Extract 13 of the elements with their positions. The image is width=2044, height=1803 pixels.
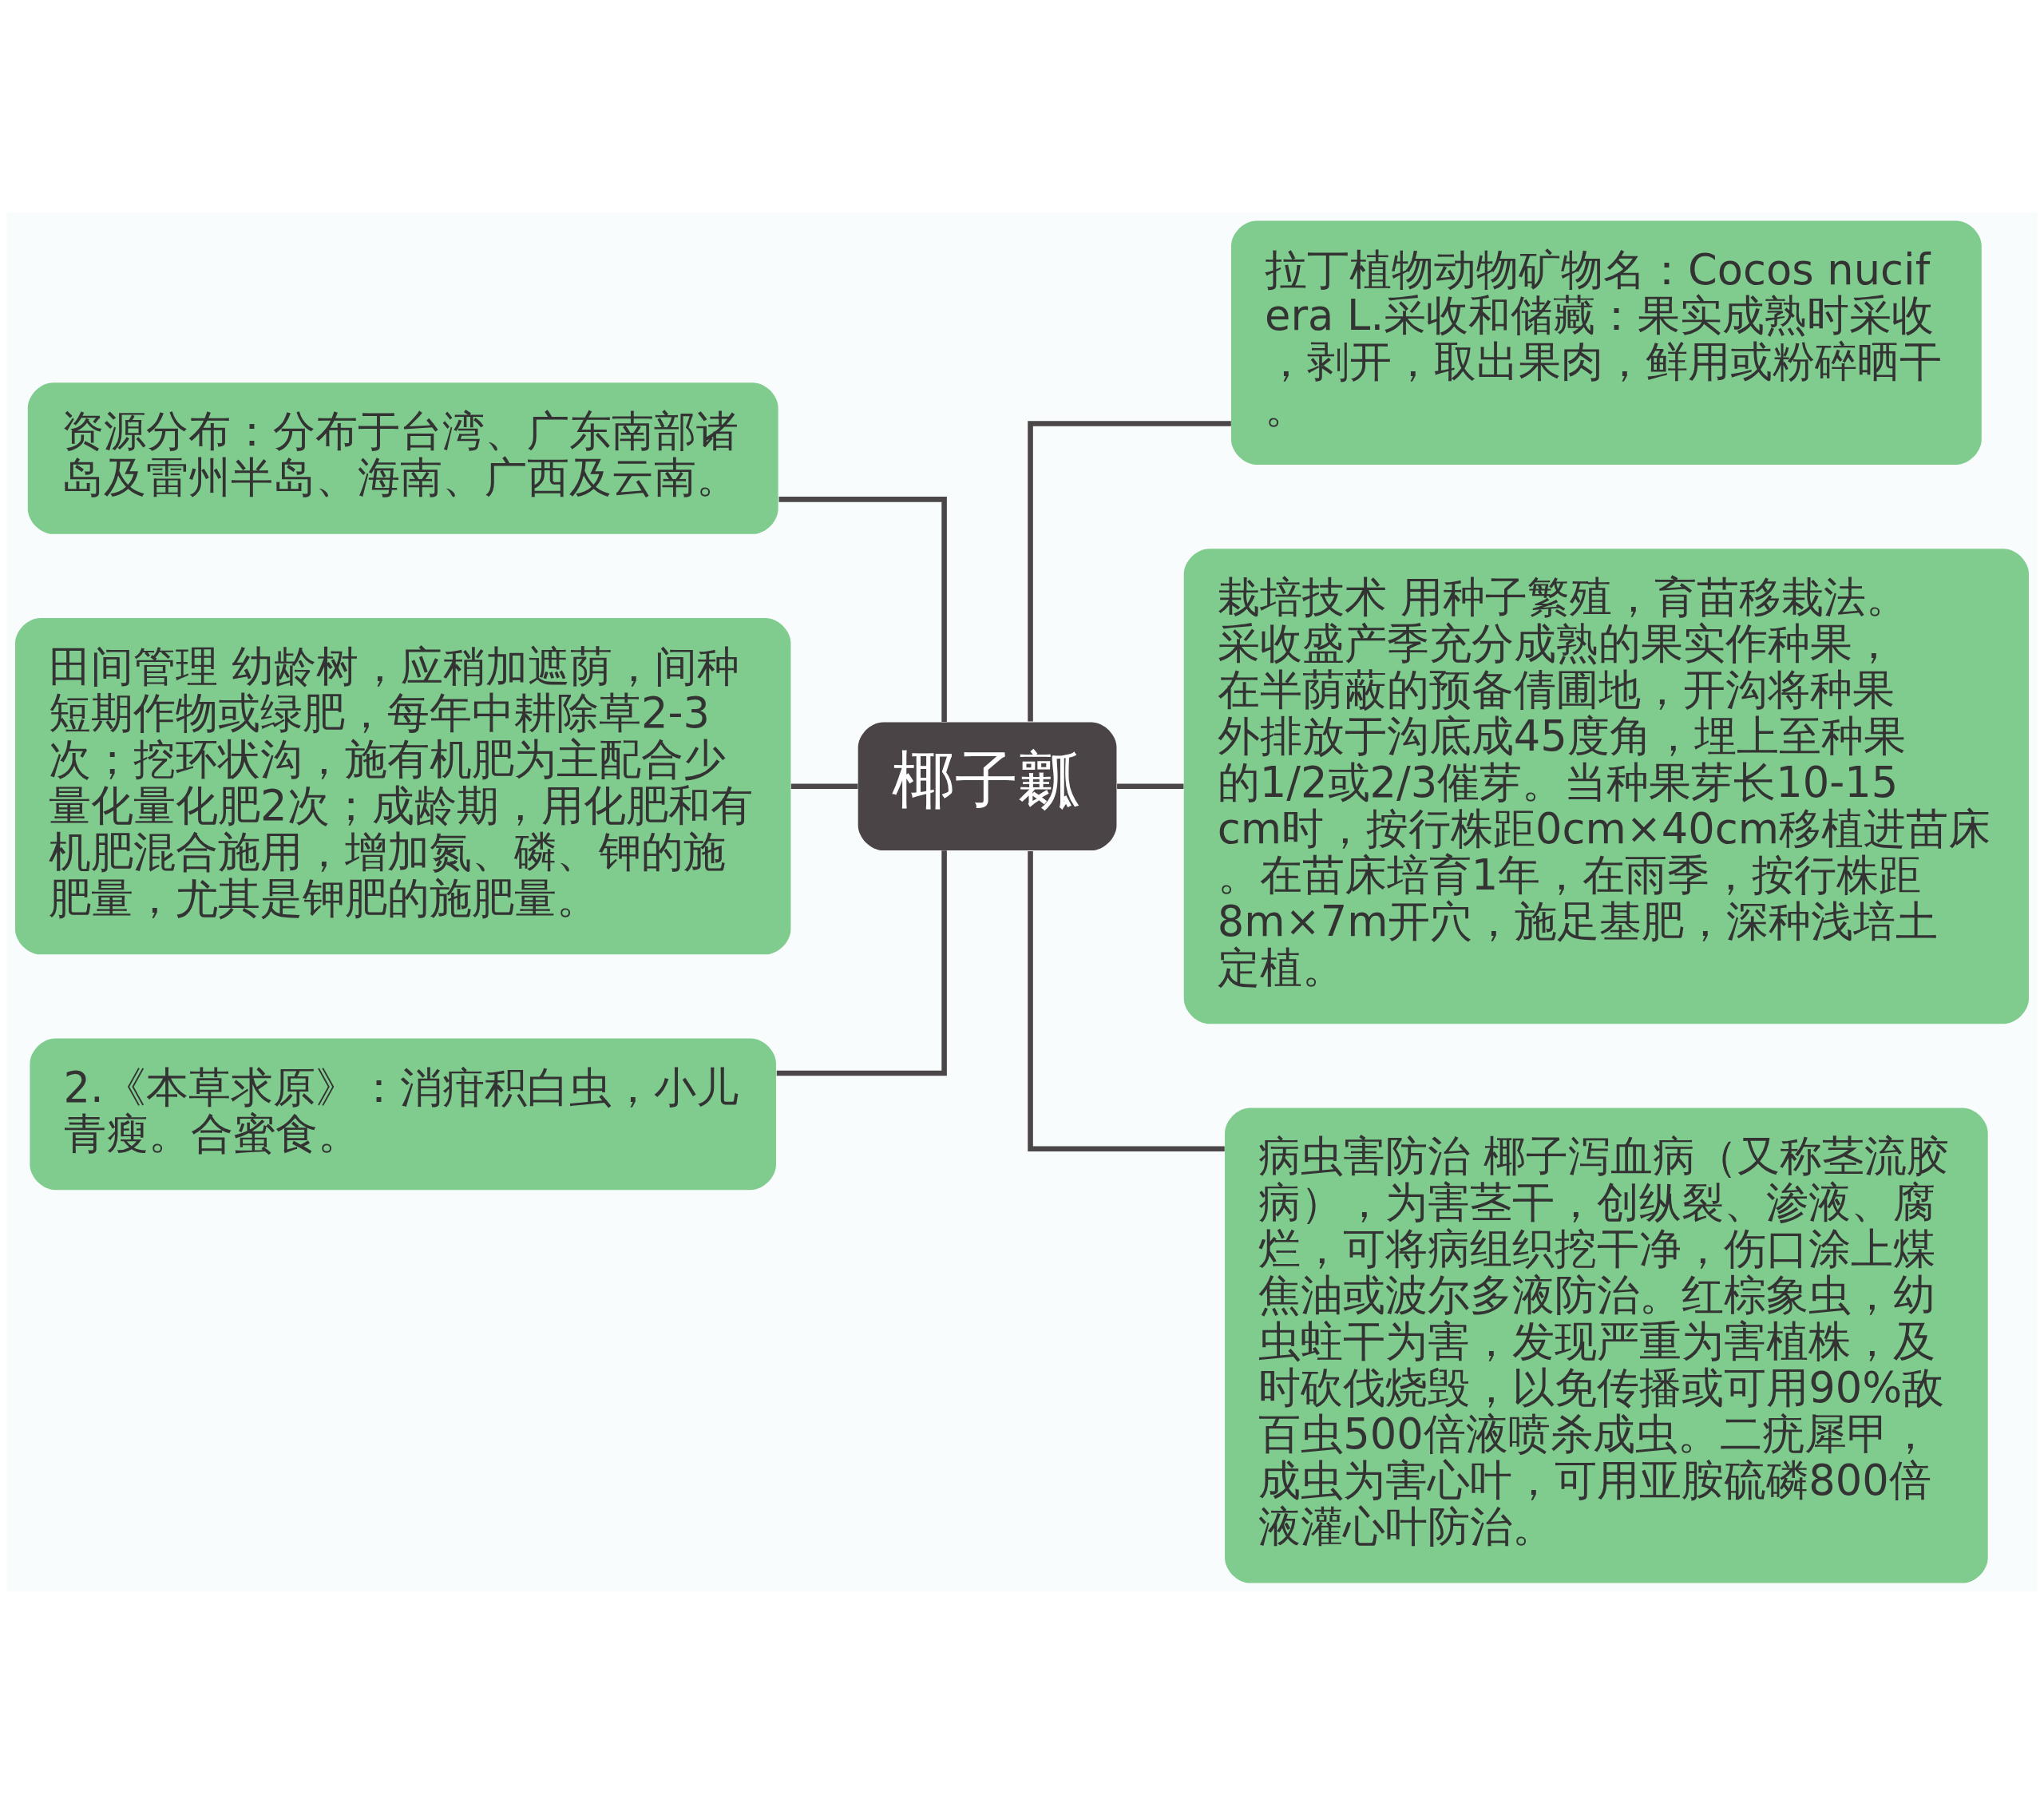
node-box: 椰子瓤	[858, 721, 1117, 850]
connector	[790, 783, 858, 789]
node-box: 资源分布：分布于台湾、广东南部诸岛及雷州半岛、海南、广西及云南。	[27, 382, 778, 534]
connector	[776, 850, 947, 1076]
node-box: 病虫害防治 椰子泻血病（又称茎流胶病），为害茎干，创纵裂、渗液、腐烂，可将病组织挖干净，伤口涂上煤焦油或波尔多液防治。红棕象虫，幼虫蛀干为害，发现严重为害植株，及时砍伐烧毁，以免传播或可用90%敌百虫500倍液喷杀成虫。二疣犀甲，成虫为害心叶，可用亚胺硫磷800倍液灌心叶防治。	[1225, 1108, 1988, 1583]
connector	[1028, 850, 1225, 1151]
node-box: 田间管理 幼龄树，应稍加遮荫，间种短期作物或绿肥，每年中耕除草2-3次；挖环状沟，施有机肥为主配合少量化量化肥2次；成龄期，用化肥和有机肥混合施用，增加氮、磷、钾的施肥量，尤其是钾肥的施肥量。	[14, 617, 791, 954]
connector	[778, 496, 947, 722]
node-box: 2.《本草求原》：消疳积白虫，小儿青瘦。合蜜食。	[30, 1038, 776, 1190]
node-box: 栽培技术 用种子繁殖，育苗移栽法。采收盛产季充分成熟的果实作种果，在半荫蔽的预备倩圃地，开沟将种果外排放于沟底成45度角，埋上至种果的1/2或2/3催芽。当种果芽长10-15cm时，按行株距0cm×40cm移植进苗床。在苗床培育1年，在雨季，按行株距8m×7m开穴，施足基肥，深种浅培土定植。	[1183, 548, 2030, 1024]
connector	[1117, 783, 1184, 789]
node-box: 拉丁植物动物矿物名：Cocos nucifera L.采收和储藏：果实成熟时采收，剥开，取出果肉，鲜用或粉碎晒干。	[1230, 220, 1982, 465]
connector	[1028, 420, 1231, 721]
